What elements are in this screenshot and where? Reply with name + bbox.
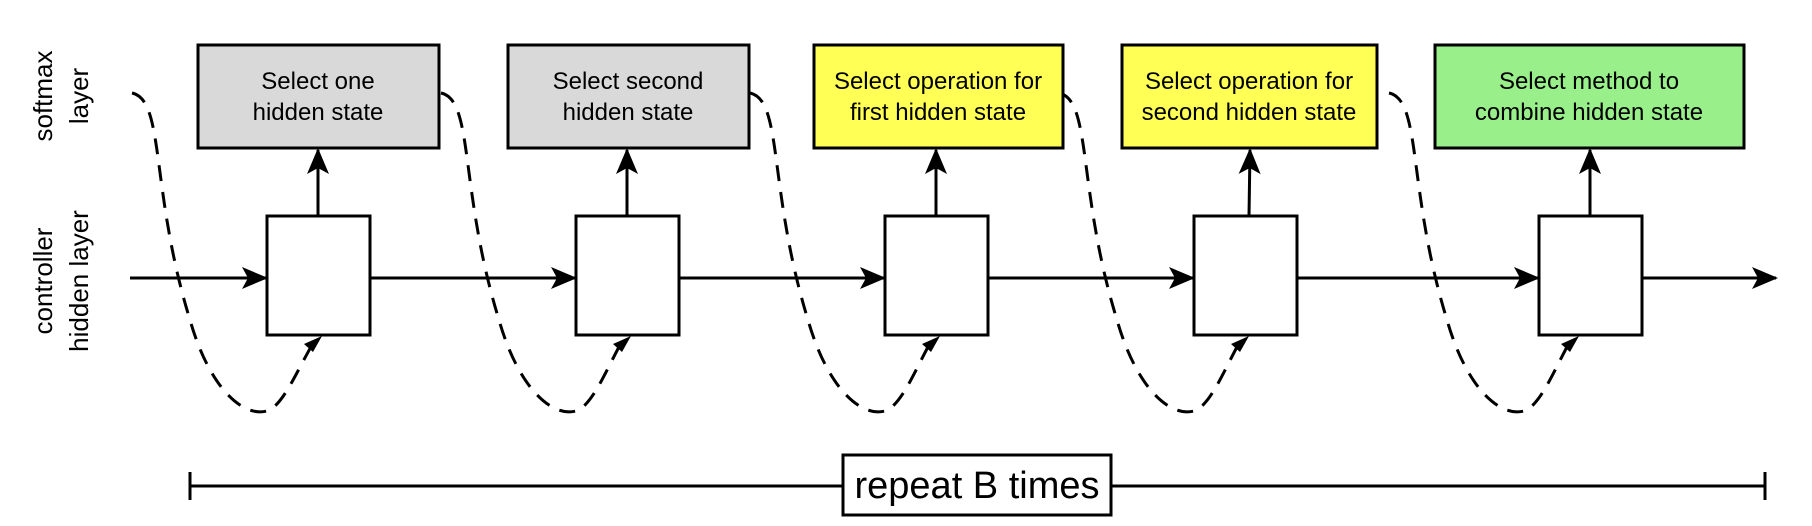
up-arrow-4 <box>1238 148 1261 217</box>
feedback-curve-1 <box>131 91 314 414</box>
softmax-box-2-line2: hidden state <box>563 99 694 126</box>
softmax-box-2 <box>506 43 751 150</box>
softmax-box-5-line2: combine hidden state <box>1475 99 1703 126</box>
softmax-box-4 <box>1120 43 1379 150</box>
controller-label-line2: hidden layer <box>64 210 94 352</box>
feedback-curve-3 <box>749 91 931 414</box>
feedback-arrowhead-4 <box>1231 336 1249 352</box>
controller-label-line1: controller <box>28 227 58 334</box>
softmax-box-3-line2: first hidden state <box>850 99 1026 126</box>
repeat-label: repeat B times <box>855 465 1100 507</box>
feedback-curve-2 <box>440 91 622 414</box>
feedback-arrowhead-1 <box>304 336 322 352</box>
softmax-box-1-line2: hidden state <box>253 99 384 126</box>
feedback-curve-5 <box>1388 91 1570 414</box>
repeat-label-box <box>841 453 1113 517</box>
feedback-arrowhead-3 <box>922 336 940 352</box>
softmax-layer-label-line1: softmax <box>28 50 58 141</box>
hidden-cell-1 <box>265 214 372 337</box>
feedback-curve-4 <box>1058 91 1240 414</box>
hidden-cell-2 <box>574 214 681 337</box>
hidden-cell-5 <box>1537 214 1644 337</box>
hidden-cell-3 <box>883 214 990 337</box>
softmax-box-2-line1: Select second <box>553 68 704 95</box>
softmax-box-4-line1: Select operation for <box>1145 68 1353 95</box>
softmax-box-1-line1: Select one <box>261 68 374 95</box>
softmax-box-1 <box>196 43 441 150</box>
softmax-box-3 <box>812 43 1065 150</box>
hidden-cell-4 <box>1192 214 1299 337</box>
softmax-box-3-line1: Select operation for <box>834 68 1042 95</box>
softmax-layer-label-line2: layer <box>64 67 94 124</box>
softmax-box-5 <box>1433 43 1746 150</box>
softmax-box-5-line1: Select method to <box>1499 68 1679 95</box>
softmax-box-4-line2: second hidden state <box>1142 99 1357 126</box>
feedback-arrowhead-2 <box>613 336 631 352</box>
feedback-arrowhead-5 <box>1561 336 1579 352</box>
